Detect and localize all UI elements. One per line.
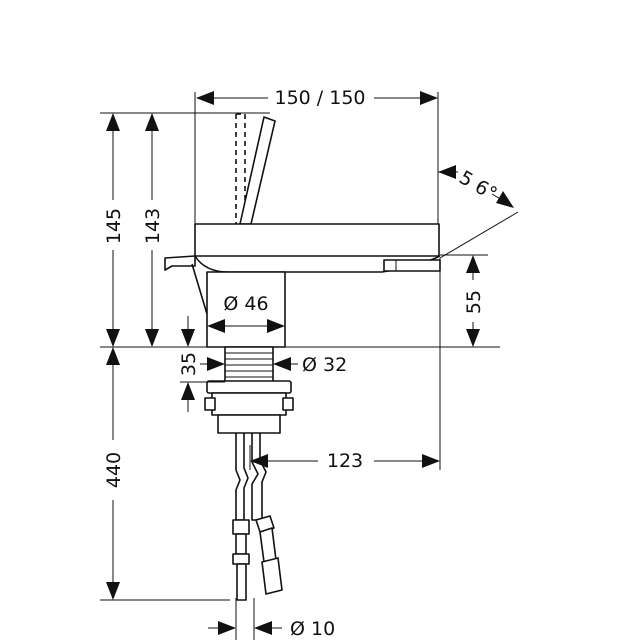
hose-end-1 [236,563,247,601]
dim-height-total: 145 [103,113,125,347]
dim-hose-length: 440 [103,347,125,600]
dim-hose-diameter-label: Ø 10 [290,618,335,640]
hose-fitting-1b [232,553,250,565]
mounting-nut [211,392,287,416]
spout-plate [194,223,440,257]
dim-base-diameter: Ø 46 [207,290,285,333]
dim-projection-label: 123 [327,450,363,472]
dim-height-spout-label: 143 [142,208,164,244]
dim-spout-height-label: 55 [463,290,485,314]
hose-segment-1 [235,533,247,555]
dim-spout-height: 55 [463,255,485,347]
dim-shank-diameter: Ø 32 [200,354,347,376]
dim-height-spout: 143 [142,113,164,347]
dim-height-total-label: 145 [103,208,125,244]
dim-projection: 123 [250,450,440,472]
dim-width-total-label: 150 / 150 [274,87,365,109]
dim-angle-label: 5 6° [455,167,500,206]
hose-end-2 [261,557,283,595]
dim-width-total: 150 / 150 [196,87,438,109]
dim-hose-diameter: Ø 10 [208,618,335,640]
aerator [383,259,441,272]
extension-lines [100,92,519,640]
hose-fitting-1 [232,519,250,535]
dim-angle: 5 6° [438,165,514,208]
dim-shank-diameter-label: Ø 32 [302,354,347,376]
spout-lip-left [164,255,196,271]
mounting-nut-top [206,380,292,394]
dim-hose-length-label: 440 [103,452,125,488]
nut-tab-right [282,397,294,411]
dim-shank-length-label: 35 [178,352,200,376]
nut-lower [217,414,281,434]
nut-tab-left [204,397,216,411]
hose-segment-2 [259,527,277,563]
dim-shank-length: 35 [178,316,225,412]
dim-base-diameter-label: Ø 46 [223,293,268,315]
